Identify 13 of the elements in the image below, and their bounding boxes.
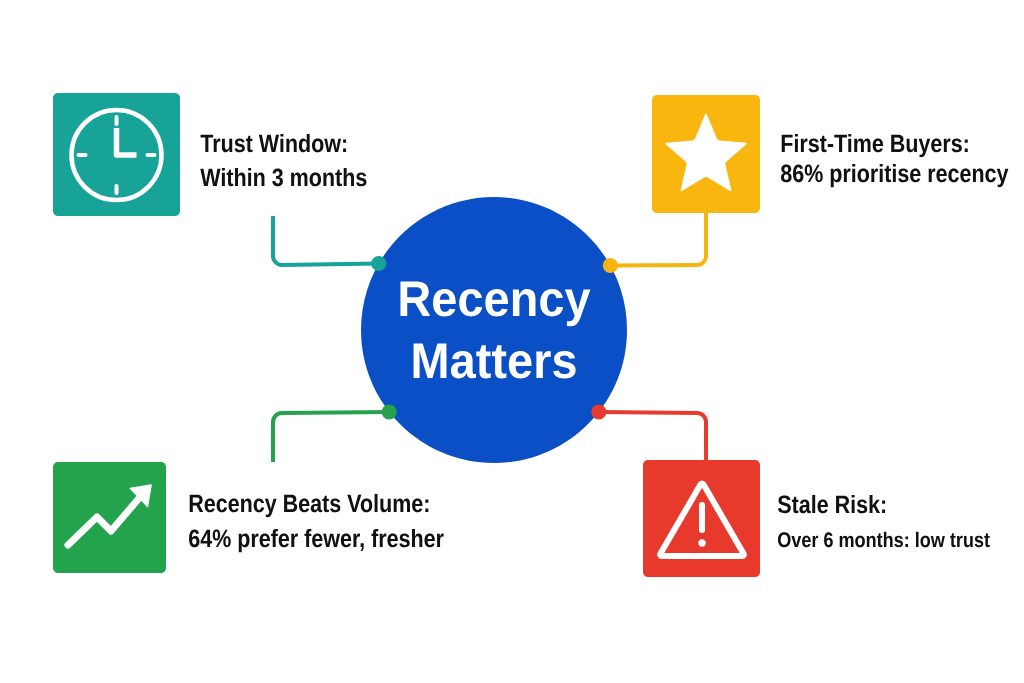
heading: Trust Window: (200, 133, 347, 153)
circle-node: Recency Matters (361, 197, 627, 463)
description: Over 6 months: low trust (778, 531, 990, 548)
connector (271, 404, 397, 462)
heading: Stale Risk: (777, 494, 886, 514)
connector (271, 216, 387, 271)
description: 86% prioritise recency (780, 163, 1009, 188)
heading: Recency Beats Volume: (189, 493, 429, 518)
connector (591, 404, 708, 460)
description: 64% prefer fewer, fresher (189, 528, 444, 553)
connector (602, 213, 708, 273)
description: Within 3 months (200, 167, 367, 187)
heading: First-Time Buyers: (781, 133, 968, 158)
